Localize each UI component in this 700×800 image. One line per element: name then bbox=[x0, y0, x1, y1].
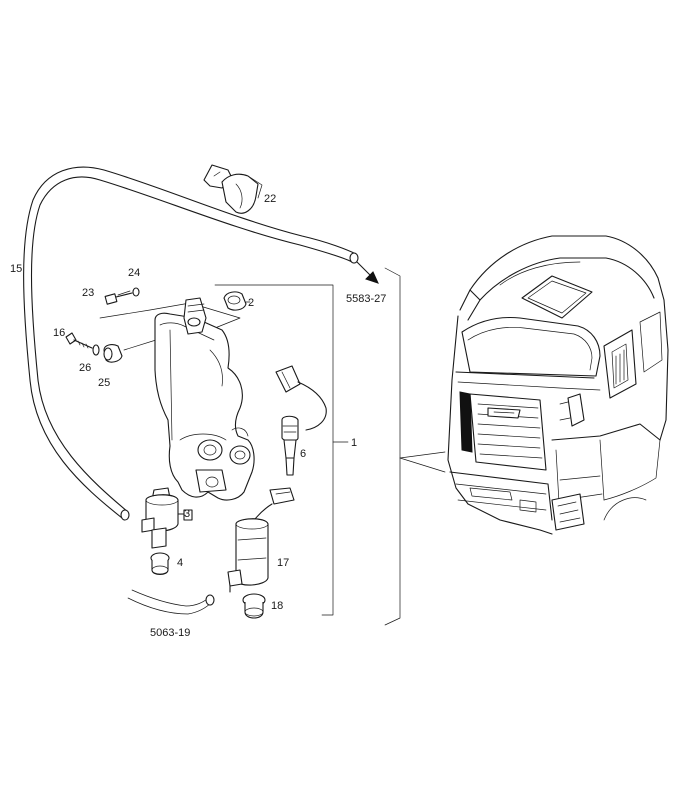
reference-top: 5583-27 bbox=[346, 293, 386, 305]
callout-4: 4 bbox=[177, 557, 183, 569]
washer-hose-15 bbox=[23, 166, 359, 521]
hose-stub-bottom bbox=[127, 589, 215, 615]
callout-6: 6 bbox=[300, 448, 306, 460]
assembly-bracket bbox=[214, 284, 349, 616]
grommet-4 bbox=[150, 552, 170, 576]
callout-25: 25 bbox=[98, 377, 110, 389]
washer-24 bbox=[132, 287, 140, 297]
callout-18: 18 bbox=[271, 600, 283, 612]
level-sensor-6 bbox=[275, 365, 327, 476]
callout-22: 22 bbox=[264, 193, 276, 205]
grommet-18 bbox=[242, 593, 266, 619]
truck-location-bracket bbox=[384, 267, 446, 626]
reference-bottom: 5063-19 bbox=[150, 627, 190, 639]
washer-reservoir-tank bbox=[154, 297, 255, 501]
reference-arrow-top bbox=[356, 261, 379, 284]
washer-pump-17 bbox=[227, 487, 295, 593]
bolt-16 bbox=[65, 332, 93, 349]
callout-17: 17 bbox=[277, 557, 289, 569]
truck-cab-illustration bbox=[447, 235, 669, 535]
grommet-25 bbox=[103, 344, 123, 363]
callout-26: 26 bbox=[79, 362, 91, 374]
callout-2: 2 bbox=[248, 297, 254, 309]
callout-1: 1 bbox=[351, 437, 357, 449]
bolt-23 bbox=[104, 290, 133, 305]
callout-3: 3 bbox=[184, 508, 190, 520]
washer-26 bbox=[92, 344, 100, 356]
hose-clip-22 bbox=[203, 164, 263, 214]
washer-pump-3 bbox=[141, 487, 193, 549]
callout-16: 16 bbox=[53, 327, 65, 339]
callout-24: 24 bbox=[128, 267, 140, 279]
callout-23: 23 bbox=[82, 287, 94, 299]
callout-15: 15 bbox=[10, 263, 22, 275]
cap-2 bbox=[223, 291, 247, 311]
